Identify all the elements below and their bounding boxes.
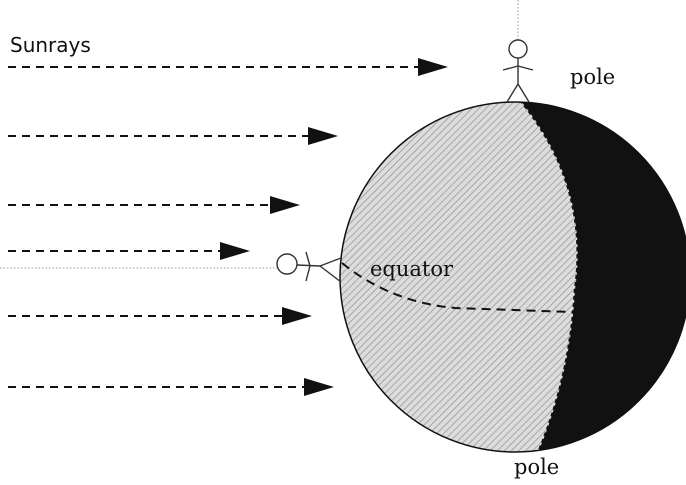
equator-label: equator — [370, 257, 454, 281]
pole-label-bottom: pole — [514, 455, 559, 479]
arrowhead-icon — [418, 58, 448, 76]
arrowhead-icon — [220, 242, 250, 260]
sun-ray — [8, 58, 448, 76]
pole-label-top: pole — [570, 65, 615, 89]
sun-ray — [8, 196, 300, 214]
arrowhead-icon — [304, 378, 334, 396]
arrowhead-icon — [282, 307, 312, 325]
arrowhead-icon — [270, 196, 300, 214]
stick-figure-icon — [503, 40, 533, 102]
sun-ray — [8, 127, 338, 145]
sun-ray — [8, 242, 250, 260]
stick-figure-icon — [277, 252, 341, 282]
arrowhead-icon — [308, 127, 338, 145]
sun-ray — [8, 307, 312, 325]
sunrays-label: Sunrays — [10, 33, 91, 57]
sun-ray — [8, 378, 334, 396]
